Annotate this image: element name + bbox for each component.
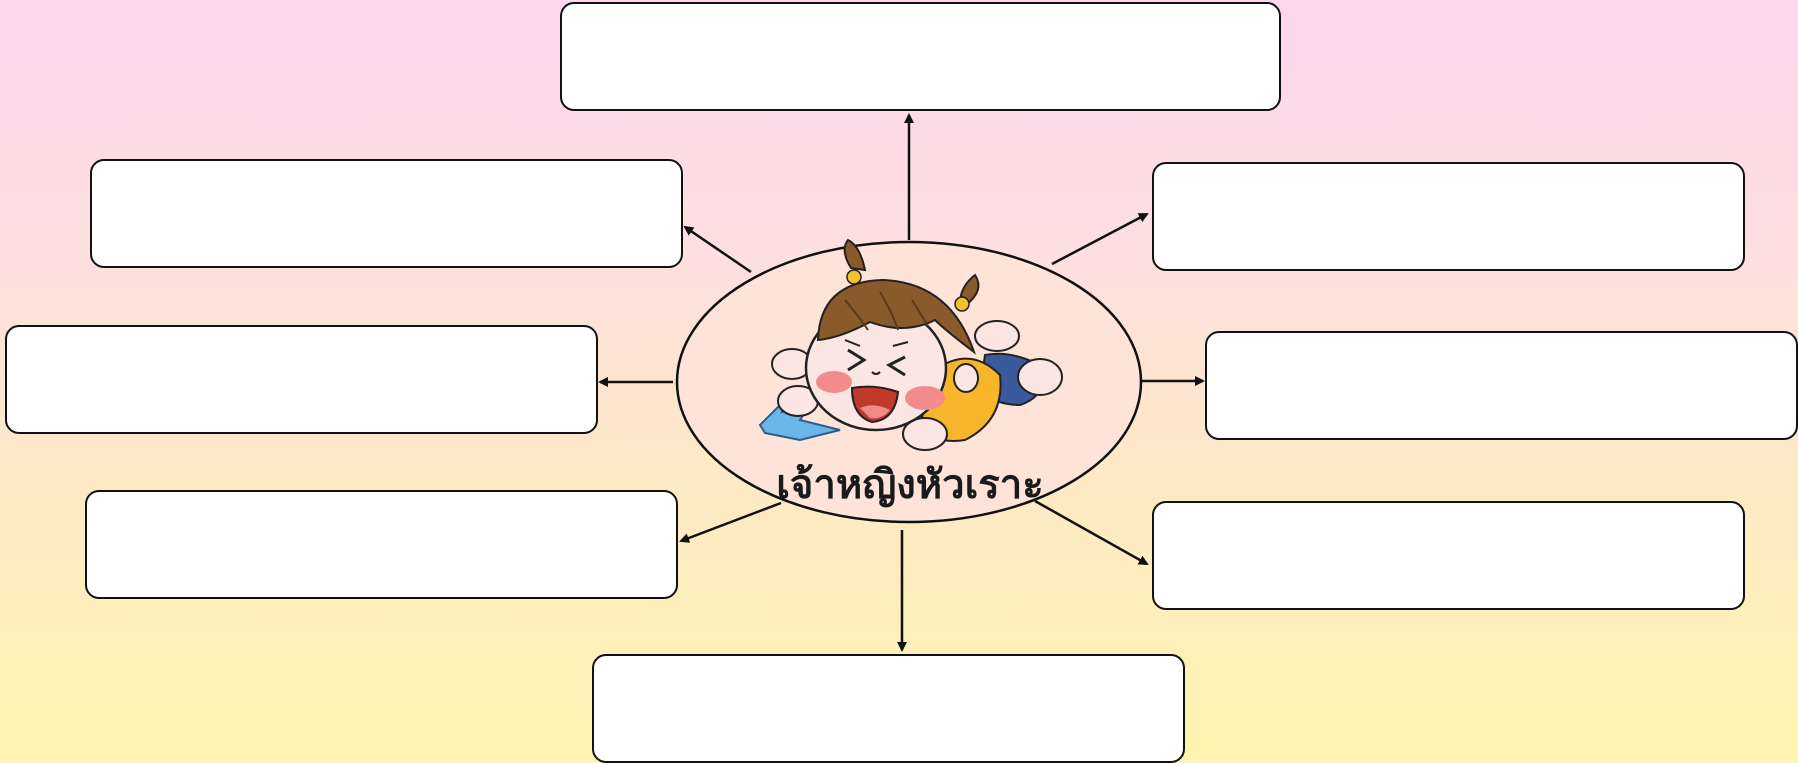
arrow-to-lower-right xyxy=(1034,499,1149,566)
branch-box-upper-right[interactable] xyxy=(1152,162,1745,271)
branch-box-bottom[interactable] xyxy=(592,654,1185,763)
arrow-to-lower-left xyxy=(679,501,782,543)
arrow-to-upper-right xyxy=(1051,212,1149,266)
branch-box-top[interactable] xyxy=(560,2,1281,111)
branch-box-left[interactable] xyxy=(5,325,598,434)
laughing-girl-illustration xyxy=(758,238,1063,451)
branch-box-right[interactable] xyxy=(1205,331,1798,440)
branch-box-lower-right[interactable] xyxy=(1152,501,1745,610)
branch-box-lower-left[interactable] xyxy=(85,490,678,599)
branch-box-upper-left[interactable] xyxy=(90,159,683,268)
center-title: เจ้าหญิงหัวเราะ xyxy=(776,462,1044,508)
arrow-to-upper-left xyxy=(683,225,752,274)
